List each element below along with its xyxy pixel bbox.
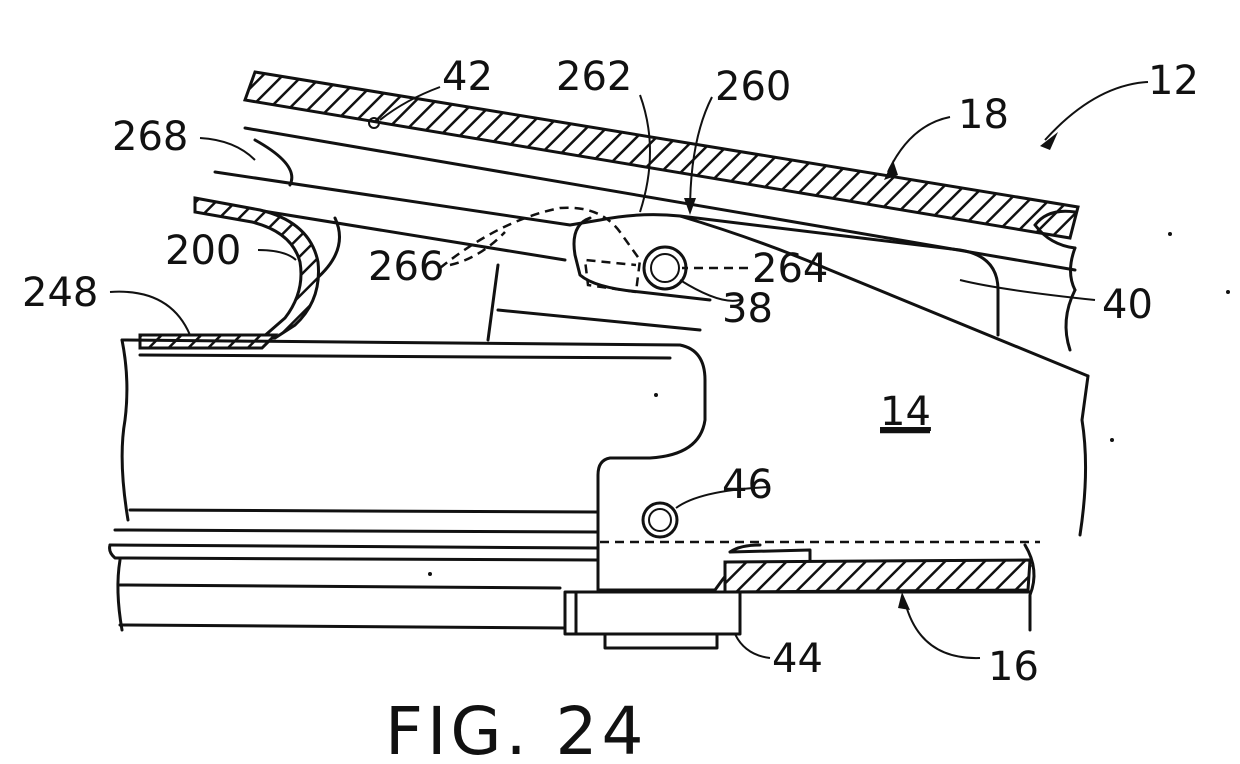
label-38: 38: [722, 286, 773, 332]
block-44: [565, 592, 740, 648]
label-262: 262: [556, 54, 632, 100]
figure-caption: FIG. 24: [385, 693, 648, 764]
label-266: 266: [368, 244, 444, 290]
rail-16: [725, 545, 1034, 630]
label-12: 12: [1148, 58, 1199, 104]
label-268: 268: [112, 114, 188, 160]
label-16: 16: [988, 644, 1039, 690]
anvil-plate-18: [245, 72, 1078, 248]
label-260: 260: [715, 64, 791, 110]
label-40: 40: [1102, 282, 1153, 328]
label-44: 44: [772, 636, 823, 682]
label-200: 200: [165, 228, 241, 274]
label-46: 46: [722, 462, 773, 508]
label-18: 18: [958, 92, 1009, 138]
label-42: 42: [442, 54, 493, 100]
label-14: 14: [880, 389, 931, 435]
pivot-assembly-38: [440, 208, 710, 340]
label-248: 248: [22, 270, 98, 316]
